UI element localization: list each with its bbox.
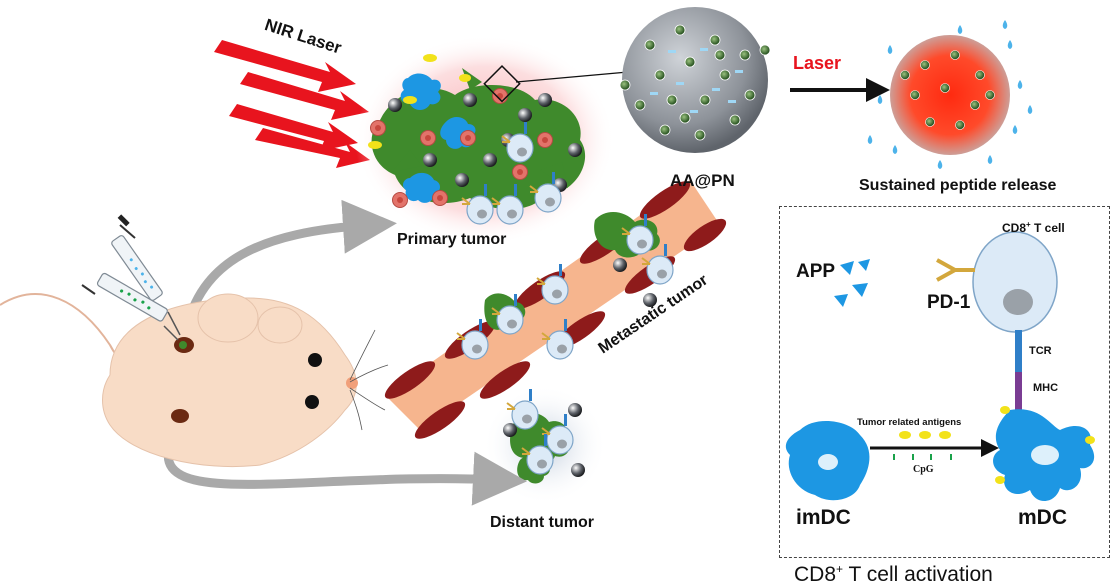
- syringe-lower: [81, 272, 179, 341]
- mdc-label: mDC: [1018, 506, 1068, 529]
- cd8-activation-label-prefix: CD8: [794, 563, 837, 586]
- cd8-t-cell: [936, 231, 1058, 412]
- distant-tumor-label: Distant tumor: [490, 514, 594, 531]
- mhc-label: MHC: [1033, 382, 1059, 394]
- cd8-activation-label-sup: +: [836, 562, 844, 576]
- cd8-activation-label: CD8+ T cell activation: [794, 563, 993, 585]
- mature-dendritic-cell: [993, 406, 1095, 502]
- immature-dendritic-cell: [785, 420, 870, 501]
- app-peptides: [834, 259, 870, 307]
- sustained-release-label: Sustained peptide release: [859, 177, 1057, 194]
- cpg-label: CpG: [913, 464, 934, 475]
- syringe-upper: [111, 214, 181, 336]
- cd8-t-cell-label-prefix: CD8: [1002, 221, 1027, 235]
- cd8-t-cell-activation-panel: [779, 206, 1110, 558]
- antigen-presentation-arrow: [870, 431, 999, 460]
- nir-laser-beams: [214, 40, 370, 168]
- app-label: APP: [796, 261, 836, 282]
- metastatic-blood-vessel: [384, 180, 727, 439]
- tcr-label: TCR: [1029, 345, 1052, 357]
- primary-tumor: [355, 35, 629, 245]
- tumor-related-antigens-label: Tumor related antigens: [857, 417, 962, 428]
- cd8-t-cell-label: CD8+ T cell: [1002, 220, 1065, 235]
- cd8-t-cell-label-sup: +: [1026, 220, 1031, 229]
- pd1-label: PD-1: [927, 292, 971, 313]
- mouse: [0, 293, 389, 468]
- aa-pn-label: AA@PN: [670, 171, 735, 190]
- distant-tumor: [483, 385, 607, 505]
- cd8-t-cell-label-suffix: T cell: [1030, 221, 1065, 235]
- imdc-label: imDC: [796, 506, 851, 529]
- cd8-activation-label-suffix: T cell activation: [843, 563, 993, 586]
- laser-label: Laser: [793, 53, 842, 73]
- released-nanoparticle: [867, 20, 1033, 169]
- primary-tumor-label: Primary tumor: [397, 231, 507, 248]
- aa-pn-nanoparticle: [619, 7, 771, 153]
